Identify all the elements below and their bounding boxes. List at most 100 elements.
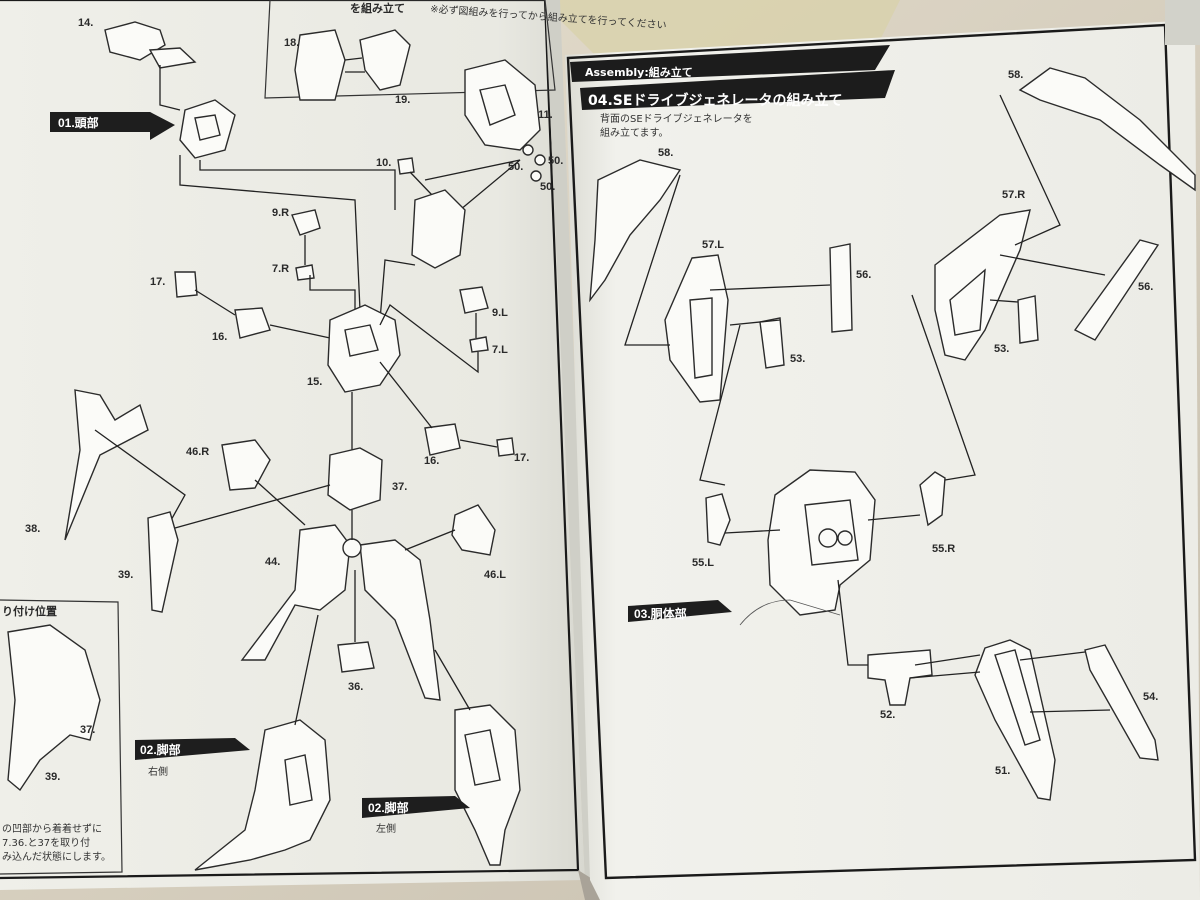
part-16-right: 16. xyxy=(424,423,461,467)
section-02-right-sub: 右側 xyxy=(148,765,168,778)
part-18: 18. xyxy=(284,29,346,101)
part-36: 36. xyxy=(337,641,375,693)
label-58-right: 58. xyxy=(1008,69,1023,81)
part-torso-upper xyxy=(411,189,466,269)
part-53-left: 53. xyxy=(759,317,805,369)
assembly-header: Assembly:組み立て xyxy=(570,45,890,82)
part-57R: 57.R xyxy=(934,189,1031,361)
part-50-set: 50. 50. 50. xyxy=(508,144,563,193)
section-tag-02-left: 02.脚部 左側 xyxy=(362,796,470,835)
inset-caption: を組み立て xyxy=(350,1,405,15)
label-7L: 7.L xyxy=(492,344,508,356)
part-51: 51. xyxy=(974,639,1056,801)
label-36: 36. xyxy=(348,681,363,693)
part-17-left: 17. xyxy=(150,271,198,298)
part-56-left: 56. xyxy=(829,243,871,333)
label-57R: 57.R xyxy=(1002,189,1025,201)
label-9L: 9.L xyxy=(492,307,508,319)
label-16-left: 16. xyxy=(212,331,227,343)
section-tag-01: 01.頭部 xyxy=(50,112,175,140)
label-19: 19. xyxy=(395,94,410,106)
section-01-label: 01.頭部 xyxy=(58,115,99,130)
label-16-right: 16. xyxy=(424,455,439,467)
part-55R: 55.R xyxy=(919,471,955,555)
part-15: 15. xyxy=(307,304,401,393)
label-54: 54. xyxy=(1143,691,1158,703)
label-18: 18. xyxy=(284,37,299,49)
part-58-left: 58. xyxy=(589,147,682,303)
inset-title: り付け位置 xyxy=(2,604,57,618)
part-39: 39. xyxy=(118,511,179,613)
label-11: 11. xyxy=(538,109,553,121)
assembly-header-text: Assembly:組み立て xyxy=(585,65,693,79)
section-02-left-label: 02.脚部 xyxy=(368,800,409,815)
right-page: Assembly:組み立て 04.SEドライブジェネレータの組み立て 背面のSE… xyxy=(565,0,1200,900)
label-51: 51. xyxy=(995,765,1010,777)
inset-label-39: 39. xyxy=(45,771,60,783)
instruction-line-2: 組み立てます。 xyxy=(600,126,669,139)
part-14: 14. xyxy=(78,17,197,69)
label-7R: 7.R xyxy=(272,263,289,275)
inset-note-3: み込んだ状態にします。 xyxy=(2,850,111,863)
label-55R: 55.R xyxy=(932,543,955,555)
label-50-b: 50. xyxy=(508,161,523,173)
label-53-left: 53. xyxy=(790,353,805,365)
part-54: 54. xyxy=(1084,644,1159,761)
part-7L: 7.L xyxy=(469,336,508,356)
label-52: 52. xyxy=(880,709,895,721)
label-55L: 55.L xyxy=(692,557,714,569)
part-leg-left xyxy=(454,704,521,866)
label-57L: 57.L xyxy=(702,239,724,251)
label-39: 39. xyxy=(118,569,133,581)
left-page: ※必ず図組みを行ってから組み立てを行ってください を組み立て 14. 01.頭部… xyxy=(0,0,667,890)
label-50-a: 50. xyxy=(548,155,563,167)
part-57L: 57.L xyxy=(664,239,729,403)
label-17-right: 17. xyxy=(514,452,529,464)
part-38: 38. xyxy=(25,389,149,541)
part-58-right: 58. xyxy=(1008,67,1196,192)
section-02-right-label: 02.脚部 xyxy=(140,742,181,757)
part-44: 44. xyxy=(240,524,441,701)
part-10: 10. xyxy=(376,157,415,175)
part-9R: 9.R xyxy=(272,207,321,236)
label-9R: 9.R xyxy=(272,207,289,219)
inset-label-37: 37. xyxy=(80,724,95,736)
section-tag-03: 03.胴体部 xyxy=(628,600,732,622)
part-leg-right xyxy=(194,719,331,871)
part-52: 52. xyxy=(867,649,933,721)
step-title-text: 04.SEドライブジェネレータの組み立て xyxy=(588,92,842,109)
inset-note-2: 7.36.と37を取り付 xyxy=(2,836,90,849)
label-15: 15. xyxy=(307,376,322,388)
part-46R: 46.R xyxy=(186,439,271,491)
label-50-c: 50. xyxy=(540,181,555,193)
section-tag-02-right: 02.脚部 右側 xyxy=(135,738,250,778)
section-03-label: 03.胴体部 xyxy=(634,606,687,621)
label-10: 10. xyxy=(376,157,391,169)
inset-note-1: の凹部から着着せずに xyxy=(2,822,102,835)
label-56-left: 56. xyxy=(856,269,871,281)
part-37: 37. xyxy=(327,447,407,511)
label-14: 14. xyxy=(78,17,93,29)
label-46R: 46.R xyxy=(186,446,209,458)
step-title: 04.SEドライブジェネレータの組み立て xyxy=(580,70,895,110)
label-58-left: 58. xyxy=(658,147,673,159)
part-7R: 7.R xyxy=(272,263,315,281)
part-46L: 46.L xyxy=(451,504,506,581)
label-37: 37. xyxy=(392,481,407,493)
label-44: 44. xyxy=(265,556,280,568)
part-head xyxy=(179,99,236,159)
part-53-right: 53. xyxy=(994,295,1039,355)
label-53-right: 53. xyxy=(994,343,1009,355)
part-16-left: 16. xyxy=(212,307,271,343)
part-11: 11. xyxy=(464,59,553,151)
part-19: 19. xyxy=(359,29,411,106)
part-9L: 9.L xyxy=(459,286,508,319)
label-56-right: 56. xyxy=(1138,281,1153,293)
part-torso-03 xyxy=(767,469,876,616)
label-46L: 46.L xyxy=(484,569,506,581)
label-17-left: 17. xyxy=(150,276,165,288)
instruction-line-1: 背面のSEドライブジェネレータを xyxy=(600,112,753,125)
part-56-right: 56. xyxy=(1073,239,1160,341)
bottom-inset: り付け位置 37. 39. の凹部から着着せずに 7.36.と37を取り付 み込… xyxy=(0,599,123,875)
